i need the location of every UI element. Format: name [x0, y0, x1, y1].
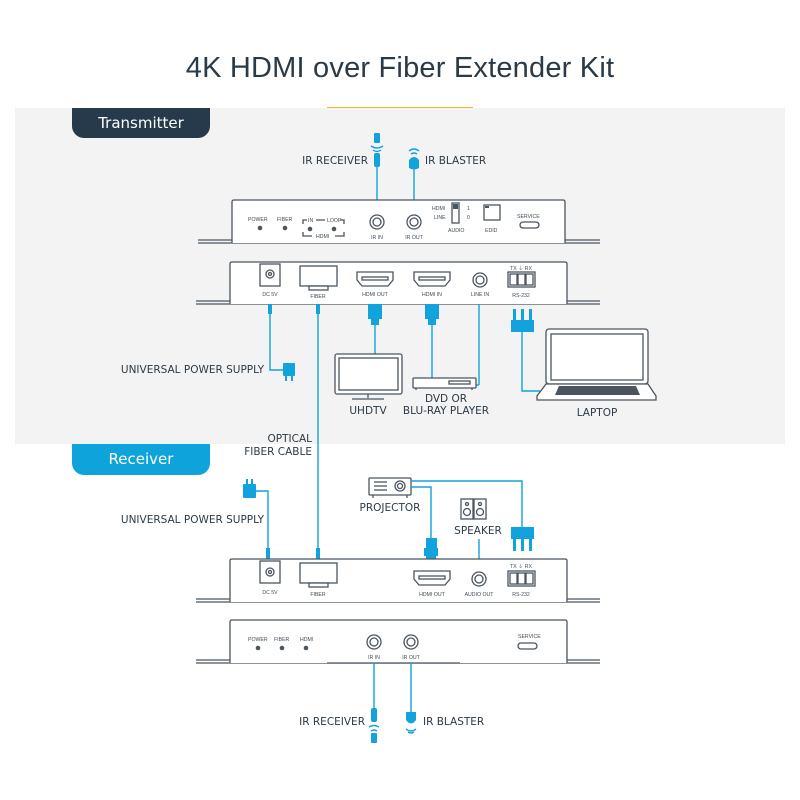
rx-hdmi-label: HDMI [300, 637, 313, 643]
rx-ir-blaster: IR BLASTER [405, 663, 484, 734]
ir-signal-icon [368, 724, 380, 732]
laptop-icon [536, 328, 657, 401]
rx-connections: UNIVERSAL POWER SUPPLY PROJECTOR SPEAKER [121, 477, 534, 574]
page-title: 4K HDMI over Fiber Extender Kit [185, 52, 615, 84]
tx-front-panel: POWER FIBER IN LOOP HDMI IR IN IR OUT HD… [198, 199, 600, 244]
rx-power-supply-label: UNIVERSAL POWER SUPPLY [121, 514, 265, 526]
rx-rs232-label: RS-232 [512, 592, 530, 598]
tx-dc-label: DC 5V [262, 292, 278, 298]
rx-hdmi-out-label: HDMI OUT [419, 592, 445, 598]
ir-signal-icon [405, 728, 417, 734]
ir-blaster-icon [409, 157, 419, 170]
tx-hdmi-group-label: HDMI [316, 234, 329, 240]
speaker-label: SPEAKER [454, 525, 502, 537]
tx-line-in-label: LINE IN [471, 292, 489, 298]
ir-receiver-icon [374, 133, 380, 143]
ir-receiver-icon [371, 733, 377, 743]
tx-ir-out-label: IR OUT [405, 235, 423, 241]
rx-rear-panel: DC 5V FIBER HDMI OUT AUDIO OUT TX ⏚ RX R… [196, 558, 600, 603]
rx-rs232-plug [511, 527, 534, 551]
rx-power-label: POWER [248, 637, 268, 643]
fiber-label-line2: FIBER CABLE [244, 446, 312, 458]
blu-ray-player-icon [412, 377, 477, 390]
rx-fiber-port [299, 562, 338, 584]
rx-dc-label: DC 5V [262, 590, 278, 596]
tx-rear-panel: DC 5V FIBER HDMI OUT HDMI IN LINE IN TX … [196, 261, 600, 305]
audio-switch-0: 0 [467, 215, 470, 221]
audio-switch-line-label: LINE [434, 215, 446, 221]
ir-receiver-plug [371, 708, 377, 722]
edid-switch[interactable] [483, 204, 501, 221]
fiber-label-line1: OPTICAL [268, 433, 313, 445]
tx-hdmi-in-led [307, 226, 313, 232]
tx-power-supply-icon [283, 363, 295, 381]
rx-service-port [517, 642, 538, 650]
tx-rs232-label: RS-232 [512, 293, 530, 299]
rx-ir-blaster-label: IR BLASTER [423, 716, 484, 728]
rx-ir-in-label: IR IN [368, 655, 380, 661]
ir-signal-icon [370, 145, 384, 153]
speaker-icon [460, 498, 487, 520]
receiver-tab: Receiver [72, 444, 210, 475]
tx-power-supply-label: UNIVERSAL POWER SUPPLY [121, 364, 265, 376]
edid-label: EDID [485, 228, 498, 234]
player-label-line1: DVD OR [425, 393, 467, 405]
laptop-label: LAPTOP [577, 407, 618, 419]
ir-receiver-plug [374, 153, 380, 167]
tx-ir-in-label: IR IN [371, 235, 383, 241]
audio-switch-1: 1 [467, 206, 470, 212]
ir-blaster-icon [406, 712, 416, 724]
audio-switch[interactable] [451, 202, 460, 224]
tx-hdmi-out-label: HDMI OUT [362, 292, 388, 298]
tx-service-port [519, 221, 540, 229]
audio-label: AUDIO [448, 228, 464, 234]
projector-label: PROJECTOR [360, 502, 421, 514]
rx-front-panel: POWER FIBER HDMI IR IN IR OUT SERVICE [196, 619, 600, 664]
rx-rs232-pins-label: TX ⏚ RX [510, 563, 532, 570]
rx-ir-out-label: IR OUT [402, 655, 420, 661]
rx-power-supply-icon [243, 479, 256, 498]
tx-ir-blaster-label: IR BLASTER [425, 155, 486, 167]
rx-service-label: SERVICE [518, 634, 541, 640]
uhdtv-label: UHDTV [349, 405, 387, 417]
rx-power-led [255, 645, 261, 651]
rx-ir-receiver: IR RECEIVER [299, 663, 380, 743]
rx-hdmi-led [303, 645, 309, 651]
rx-fiber-port-label: FIBER [310, 592, 326, 598]
rx-audio-out-label: AUDIO OUT [465, 592, 495, 598]
tx-hdmi-loop-led [331, 226, 337, 232]
tx-fiber-led [282, 225, 288, 231]
tx-hdmi-in-label: IN [308, 218, 313, 224]
tx-fiber-label: FIBER [277, 217, 293, 223]
rx-ir-receiver-label: IR RECEIVER [299, 716, 365, 728]
tx-power-led [257, 225, 263, 231]
tx-service-label: SERVICE [517, 214, 540, 220]
rx-fiber-led [279, 645, 285, 651]
audio-switch-hdmi-label: HDMI [432, 206, 445, 212]
transmitter-tab: Transmitter [72, 108, 210, 138]
tx-fiber-port [299, 265, 338, 287]
tx-rs232-plug [511, 309, 534, 332]
tx-ir-receiver-label: IR RECEIVER [302, 155, 368, 167]
tx-ir-blaster: IR BLASTER [408, 148, 486, 214]
tx-rs232-pins-label: TX ⏚ RX [510, 265, 532, 272]
projector-icon [368, 477, 412, 498]
tx-hdmi-loop-label: LOOP [327, 218, 342, 224]
ir-signal-icon [408, 148, 420, 155]
tx-fiber-port-label: FIBER [310, 294, 326, 300]
rx-fiber-label: FIBER [274, 637, 290, 643]
player-label-line2: BLU-RAY PLAYER [403, 405, 489, 417]
tx-hdmi-in-label: HDMI IN [422, 292, 442, 298]
uhdtv-icon [334, 353, 403, 400]
tx-power-label: POWER [248, 217, 268, 223]
tx-connections: UNIVERSAL POWER SUPPLY OPTICAL FIBER CAB… [121, 304, 657, 548]
